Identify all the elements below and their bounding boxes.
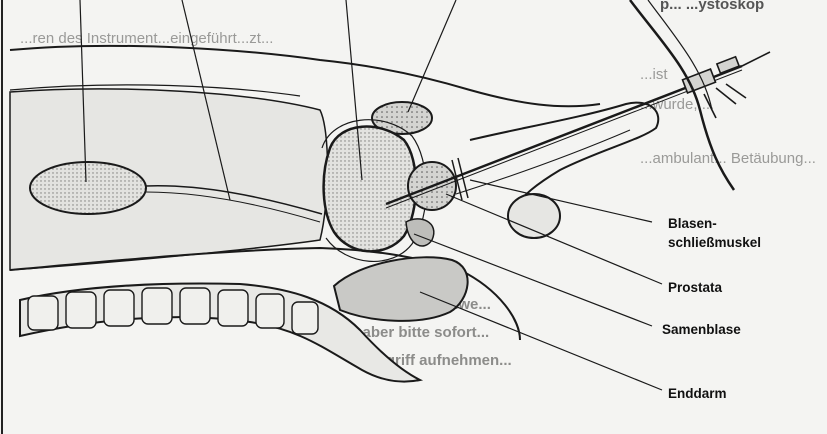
bladder [324,127,416,252]
scope-cable [630,0,734,190]
label-blasenschliessmuskel: Blasen- schließmuskel [668,214,761,252]
label-samenblase: Samenblase [662,320,741,339]
label-enddarm: Enddarm [668,384,727,403]
testicle [508,194,560,238]
label-line: schließmuskel [668,233,761,252]
cystoscope-head [682,52,770,118]
label-prostata: Prostata [668,278,722,297]
rectum [334,257,468,321]
label-line: Blasen- [668,214,761,233]
kidney [30,162,146,214]
seminal-vesicle [406,219,434,246]
penis [470,103,658,214]
urethra [456,130,630,194]
